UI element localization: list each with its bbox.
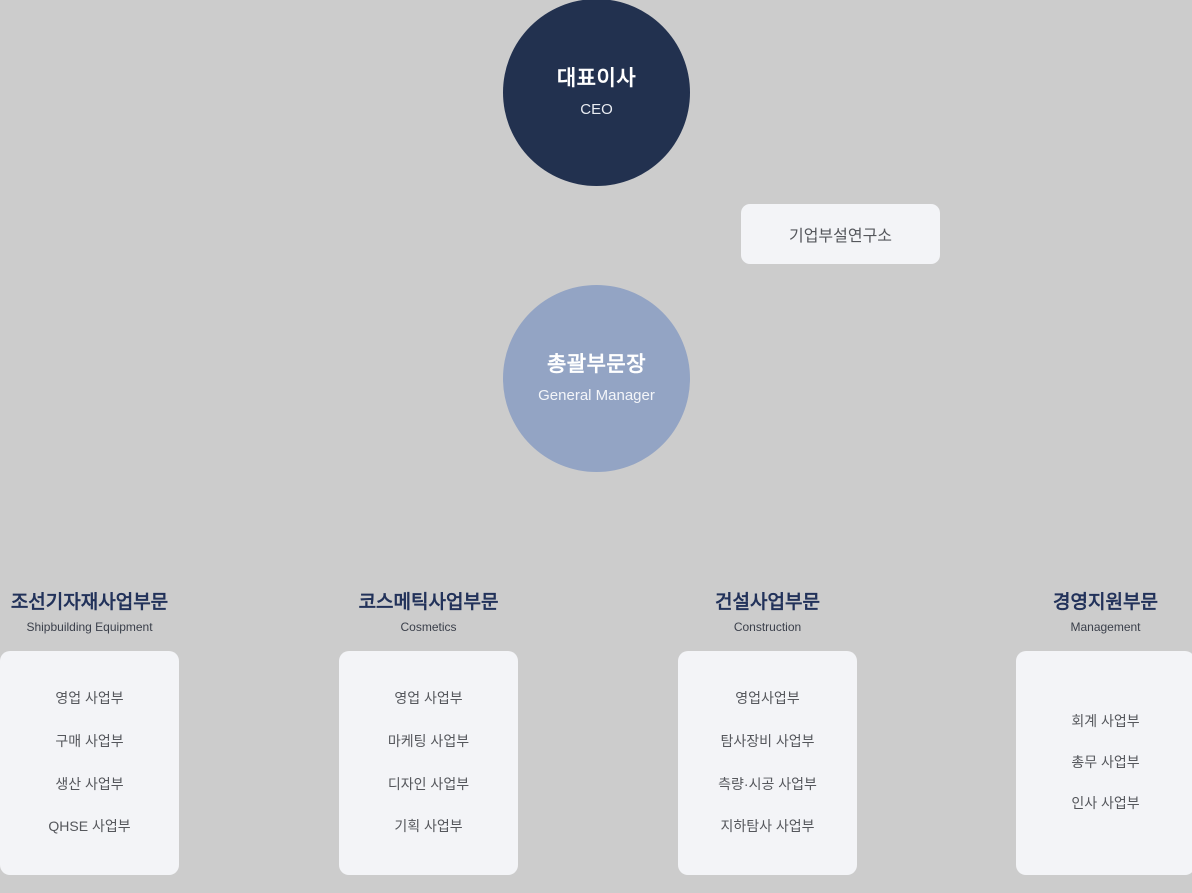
general-manager-title-en: General Manager [538,387,655,405]
department-item[interactable]: 디자인 사업부 [387,775,470,792]
ceo-title-ko: 대표이사 [556,66,637,90]
division-title-ko: 코스메틱사업부문 [358,592,499,613]
department-item[interactable]: 지하탐사 사업부 [720,818,815,835]
department-item[interactable]: 영업 사업부 [394,690,463,707]
department-item[interactable]: 탐사장비 사업부 [720,732,815,749]
department-item[interactable]: 회계 사업부 [1071,713,1140,730]
research-lab-label: 기업부설연구소 [788,228,893,245]
division-header[interactable]: 조선기자재사업부문 Shipbuilding Equipment [0,592,179,635]
department-item[interactable]: 총무 사업부 [1071,754,1140,771]
department-item[interactable]: 기획 사업부 [394,818,463,835]
department-item[interactable]: 구매 사업부 [55,732,124,749]
ceo-node[interactable]: 대표이사 CEO [503,0,690,186]
general-manager-node[interactable]: 총괄부문장 General Manager [503,285,690,472]
general-manager-title-ko: 총괄부문장 [546,352,647,376]
department-item[interactable]: 영업 사업부 [55,690,124,707]
division-title-en: Cosmetics [400,619,457,634]
division-title-ko: 경영지원부문 [1053,592,1158,613]
department-item[interactable]: 생산 사업부 [55,775,124,792]
division-header[interactable]: 코스메틱사업부문 Cosmetics [339,592,518,635]
department-item[interactable]: 영업사업부 [735,690,800,707]
research-lab-node[interactable]: 기업부설연구소 [741,204,940,264]
division-header[interactable]: 건설사업부문 Construction [678,592,857,635]
department-item[interactable]: QHSE 사업부 [48,818,131,835]
department-item[interactable]: 마케팅 사업부 [387,732,470,749]
division-title-ko: 조선기자재사업부문 [10,592,169,613]
division-header[interactable]: 경영지원부문 Management [1016,592,1192,635]
division-title-en: Shipbuilding Equipment [26,619,153,634]
division-title-en: Management [1070,619,1141,634]
department-item[interactable]: 인사 사업부 [1071,795,1140,812]
ceo-title-en: CEO [580,101,613,119]
division-title-ko: 건설사업부문 [715,592,820,613]
division-title-en: Construction [733,619,802,634]
department-item[interactable]: 측량·시공 사업부 [718,775,817,792]
